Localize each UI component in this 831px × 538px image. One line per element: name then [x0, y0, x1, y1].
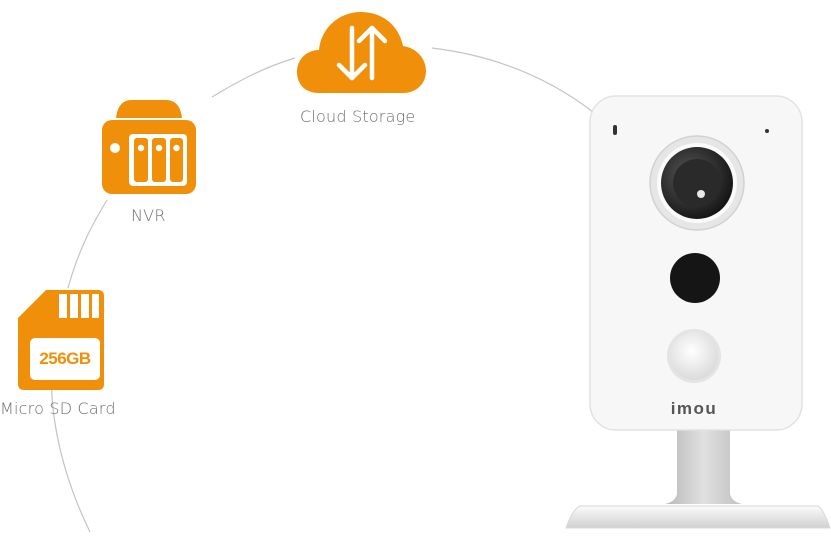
sd-card-label: Micro SD Card	[0, 399, 116, 418]
sd-card-icon[interactable]: 256GB	[18, 290, 104, 390]
cloud-storage-icon[interactable]	[297, 6, 427, 96]
camera-brand-logo: imou	[671, 399, 718, 418]
nvr-icon[interactable]	[102, 100, 196, 194]
cloud-storage-label: Cloud Storage	[300, 107, 416, 126]
nvr-label: NVR	[131, 206, 166, 225]
sd-capacity: 256GB	[39, 349, 91, 368]
camera-product-image: imou	[560, 90, 831, 534]
